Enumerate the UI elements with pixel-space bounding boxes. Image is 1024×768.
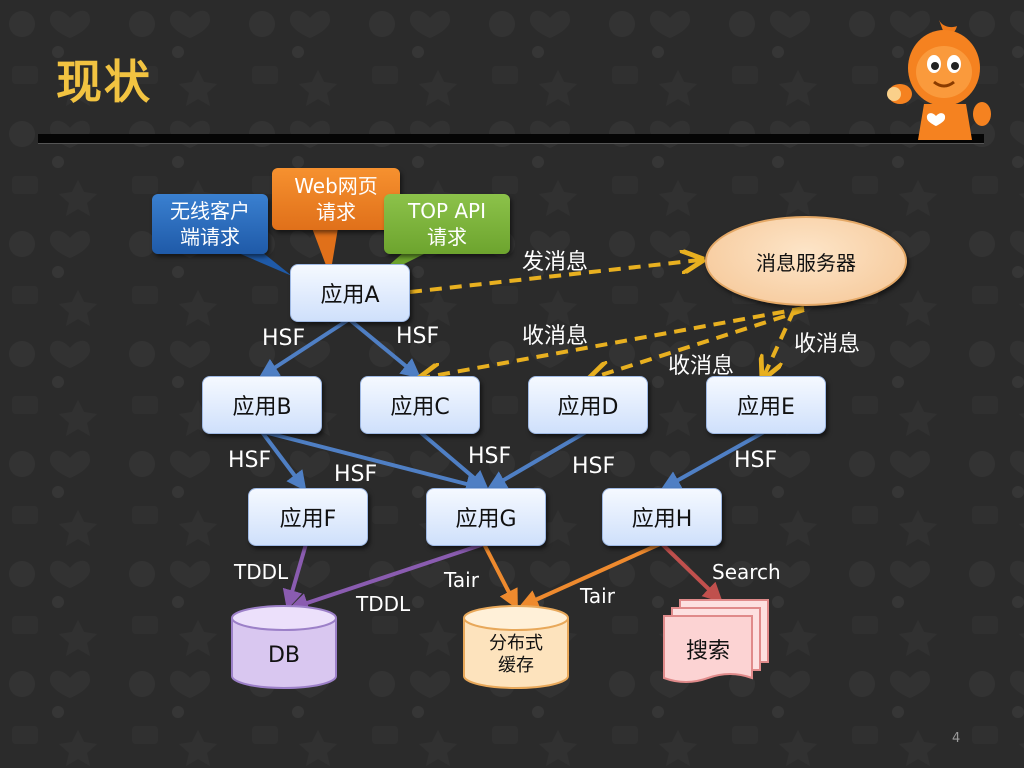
callout-wireless-request: 无线客户 端请求 xyxy=(152,194,268,254)
callout-top-api-request: TOP API 请求 xyxy=(384,194,510,254)
slide-title: 现状 xyxy=(56,55,152,109)
cache-label: 分布式 缓存 xyxy=(489,633,543,676)
label-tair-h: Tair xyxy=(580,584,615,608)
node-app-e: 应用E xyxy=(706,376,826,434)
label-hsf-d-g: HSF xyxy=(572,454,616,479)
arrow-msg-server-e xyxy=(764,309,796,376)
taobao-mascot-icon xyxy=(887,20,991,140)
arrow-e-h xyxy=(660,430,765,490)
arrow-a-msg-server xyxy=(409,260,700,294)
label-search-h: Search xyxy=(712,560,781,584)
arrow-d-g xyxy=(486,430,588,491)
node-app-f: 应用F xyxy=(248,488,368,546)
cache-cylinder xyxy=(463,605,569,689)
node-app-g: 应用G xyxy=(426,488,546,546)
label-receive-message-e: 收消息 xyxy=(794,332,861,357)
arrow-g-cache xyxy=(482,543,518,610)
label-send-message: 发消息 xyxy=(522,250,589,275)
arrow-msg-server-d xyxy=(592,308,805,378)
node-app-h: 应用H xyxy=(602,488,722,546)
label-tddl-g: TDDL xyxy=(356,592,411,616)
arrow-a-c xyxy=(348,318,422,379)
arrow-a-b xyxy=(258,318,350,379)
arrow-b-g xyxy=(263,430,486,494)
label-hsf-c-g: HSF xyxy=(468,444,512,469)
message-server: 消息服务器 xyxy=(705,216,907,306)
label-hsf-b-f: HSF xyxy=(228,448,272,473)
arrow-g-db xyxy=(288,542,485,613)
db-cylinder xyxy=(231,605,337,689)
node-app-d: 应用D xyxy=(528,376,648,434)
arrow-h-cache xyxy=(518,542,661,609)
label-hsf-e-h: HSF xyxy=(734,448,778,473)
arrow-f-db xyxy=(282,543,308,610)
search-label: 搜索 xyxy=(685,639,730,664)
search-documents xyxy=(663,599,769,683)
title-underline xyxy=(38,134,984,143)
node-app-b: 应用B xyxy=(202,376,322,434)
node-app-a: 应用A xyxy=(290,264,410,322)
label-receive-message-d: 收消息 xyxy=(668,354,735,379)
arrow-h-search xyxy=(660,542,723,603)
label-tddl-f: TDDL xyxy=(234,560,289,584)
label-hsf-a-b: HSF xyxy=(262,326,306,351)
label-hsf-b-g: HSF xyxy=(334,462,378,487)
label-tair-g: Tair xyxy=(444,568,479,592)
callout-tail-wireless xyxy=(236,252,292,276)
callout-web-request: Web网页 请求 xyxy=(272,168,400,230)
arrow-b-f xyxy=(260,430,307,492)
db-label: DB xyxy=(267,642,301,668)
label-receive-message-c: 收消息 xyxy=(522,324,589,349)
arrow-c-g xyxy=(418,430,490,491)
node-app-c: 应用C xyxy=(360,376,480,434)
arrow-msg-server-c xyxy=(422,306,805,378)
page-number: 4 xyxy=(952,731,961,746)
label-hsf-a-c: HSF xyxy=(396,324,440,349)
